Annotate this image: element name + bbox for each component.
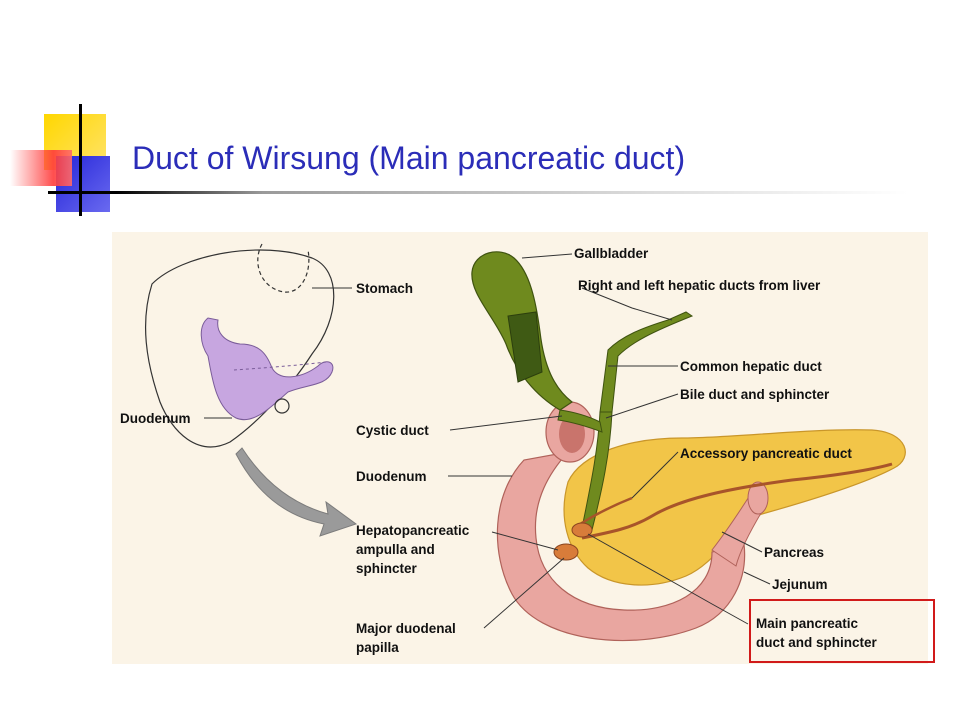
label-ampulla-1: Hepatopancreatic	[356, 523, 470, 538]
red-square	[10, 150, 72, 186]
label-papilla-2: papilla	[356, 640, 399, 655]
hepatic-ducts	[599, 311, 694, 413]
anatomy-diagram: Stomach Duodenum Gallbladder Right and l…	[112, 232, 928, 664]
main-pancreatic-duct	[581, 462, 893, 540]
duodenum-shape	[496, 451, 746, 642]
label-duodenum-overview: Duodenum	[120, 411, 191, 426]
sphincter-ampulla	[553, 543, 579, 561]
leader-cystic	[449, 415, 563, 431]
pancreas-shape	[563, 429, 906, 586]
overview-sketch	[145, 243, 358, 537]
label-papilla-1: Major duodenal	[356, 621, 456, 636]
label-main-duct-2: duct and sphincter	[756, 635, 878, 650]
stomach-outline-icon	[257, 243, 310, 293]
overview-duodenum-shape	[200, 317, 334, 421]
leader-papilla	[483, 557, 565, 629]
leader-hepatic	[581, 287, 673, 321]
leader-lines	[204, 253, 771, 629]
label-stomach: Stomach	[356, 281, 413, 296]
leader-ampulla	[491, 531, 559, 551]
label-jejunum: Jejunum	[772, 577, 828, 592]
title-decoration	[0, 100, 140, 220]
title-underline	[48, 191, 908, 194]
sphincter-upper	[571, 522, 593, 538]
overview-arrow-icon	[235, 447, 358, 537]
detailed-anatomy	[471, 251, 906, 642]
label-accessory-duct: Accessory pancreatic duct	[680, 446, 852, 461]
slide-title: Duct of Wirsung (Main pancreatic duct)	[132, 140, 686, 176]
label-pancreas: Pancreas	[764, 545, 824, 560]
vertical-rule	[79, 104, 82, 216]
label-common-hepatic: Common hepatic duct	[680, 359, 822, 374]
overview-pancreas-dashed	[233, 361, 327, 371]
label-duodenum: Duodenum	[356, 469, 427, 484]
label-gallbladder: Gallbladder	[574, 246, 649, 261]
leader-bile	[605, 393, 679, 419]
leader-gallbladder	[521, 253, 573, 259]
label-ampulla-2: ampulla and	[356, 542, 435, 557]
leader-accessory	[631, 451, 679, 499]
leader-pancreas	[721, 531, 763, 553]
gallbladder-cutaway	[507, 311, 543, 383]
overview-loop-icon	[274, 398, 290, 414]
label-hepatic-ducts: Right and left hepatic ducts from liver	[578, 278, 821, 293]
label-main-duct-1: Main pancreatic	[756, 616, 859, 631]
leader-main-duct	[587, 533, 749, 625]
label-bile-duct: Bile duct and sphincter	[680, 387, 830, 402]
label-ampulla-3: sphincter	[356, 561, 418, 576]
leader-jejunum	[743, 571, 771, 585]
cystic-duct-shape	[557, 409, 603, 433]
highlight-box	[749, 599, 935, 663]
jejunum-opening	[747, 481, 769, 515]
label-cystic-duct: Cystic duct	[356, 423, 429, 438]
